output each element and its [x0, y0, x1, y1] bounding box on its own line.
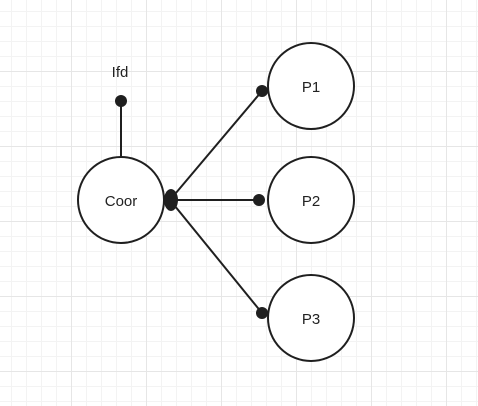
node-coordinator[interactable]: Coor	[77, 156, 165, 244]
node-p3[interactable]: P3	[267, 274, 355, 362]
p1-circle	[267, 42, 355, 130]
p2-port-dot	[253, 194, 265, 206]
p2-label: P2	[302, 193, 320, 210]
p3-circle	[267, 274, 355, 362]
ifd-label: Ifd	[112, 64, 129, 81]
p1-label: P1	[302, 79, 320, 96]
ifd-connector-dot	[115, 95, 127, 107]
coordinator-label: Coor	[105, 193, 138, 210]
node-p1[interactable]: P1	[267, 42, 355, 130]
node-p2[interactable]: P2	[267, 156, 355, 244]
p3-label: P3	[302, 311, 320, 328]
coordinator-port-dot	[164, 189, 178, 211]
p2-circle	[267, 156, 355, 244]
edge-coor-p1	[169, 90, 263, 201]
p1-port-dot	[256, 85, 268, 97]
p3-port-dot	[256, 307, 268, 319]
edge-coor-p3	[169, 199, 263, 314]
